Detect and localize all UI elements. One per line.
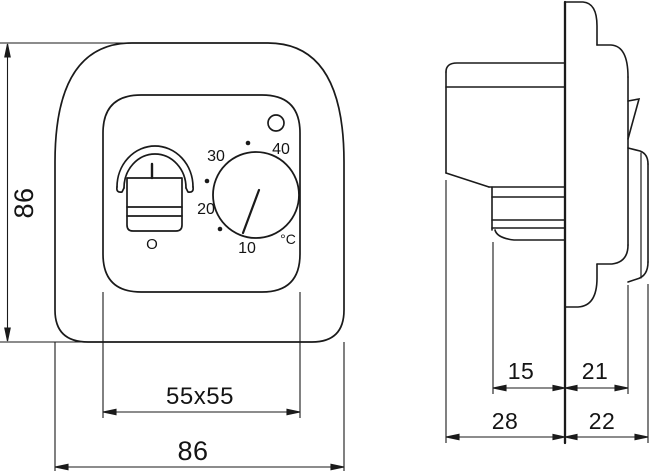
front-view-dimension-labels: 86 55x55 86 (9, 187, 234, 466)
inner-module-outline (102, 94, 301, 293)
module-top-corner (596, 44, 629, 78)
arrow-left (102, 408, 117, 416)
arrow-right (552, 433, 566, 441)
side-view-dimension-labels: 15 21 28 22 (492, 358, 616, 434)
arrow-left (54, 463, 69, 471)
arrow-right (614, 384, 629, 392)
dial-label-40: 40 (272, 141, 290, 158)
terminal-block-bottom (494, 229, 566, 241)
dial-label-30: 30 (207, 148, 225, 165)
switch-lever-profile (627, 97, 641, 140)
switch-hood-right-foot (185, 186, 194, 193)
arrow-left (564, 384, 578, 392)
rear-box-chamfer (445, 172, 490, 188)
scale-dot-35 (245, 140, 251, 146)
dim-height-label: 86 (9, 187, 39, 218)
dial-label-20: 20 (197, 201, 215, 218)
knob-top-slant (627, 147, 649, 165)
dial-label-10: 10 (238, 240, 256, 257)
front-view-labels: O 30 40 20 10 °C (146, 141, 296, 257)
arrow-left (492, 384, 507, 392)
arrow-up (4, 43, 11, 58)
wall-plate-top (564, 1, 598, 46)
dim-knob-protrusion-label: 22 (589, 408, 616, 434)
scale-dot-15 (217, 226, 223, 232)
temperature-dial[interactable] (212, 151, 300, 239)
dial-unit-label: °C (280, 231, 296, 247)
wall-plate-bottom (564, 263, 598, 308)
dim-module-protrusion-label: 21 (582, 358, 609, 384)
front-view-dimensions (0, 42, 345, 471)
dim-recess-label: 15 (508, 358, 535, 384)
dial-scale-dots (204, 140, 251, 232)
arrow-right (552, 384, 566, 392)
led-indicator (267, 114, 285, 132)
arrow-right (286, 408, 301, 416)
switch-hood-outer (116, 145, 194, 188)
arrow-down (4, 327, 11, 342)
side-view (445, 0, 649, 445)
switch-off-label: O (146, 236, 158, 253)
dim-inner-label: 55x55 (166, 383, 234, 410)
arrow-left (564, 433, 578, 441)
front-view (54, 42, 345, 343)
arrow-left (445, 433, 460, 441)
module-bottom-corner (596, 244, 629, 265)
switch-hood-inner (123, 153, 187, 189)
dial-pointer (241, 188, 261, 235)
switch-rocker[interactable] (126, 177, 183, 232)
knob-bottom-slant (627, 261, 649, 283)
scale-dot-25 (204, 178, 210, 184)
side-view-dimensions (445, 180, 649, 443)
dim-rear-depth-label: 28 (492, 408, 519, 434)
rear-box-top (445, 62, 566, 73)
arrow-right (330, 463, 345, 471)
arrow-right (634, 433, 649, 441)
dim-width-label: 86 (177, 436, 208, 466)
switch-hood-left-foot (116, 186, 125, 193)
